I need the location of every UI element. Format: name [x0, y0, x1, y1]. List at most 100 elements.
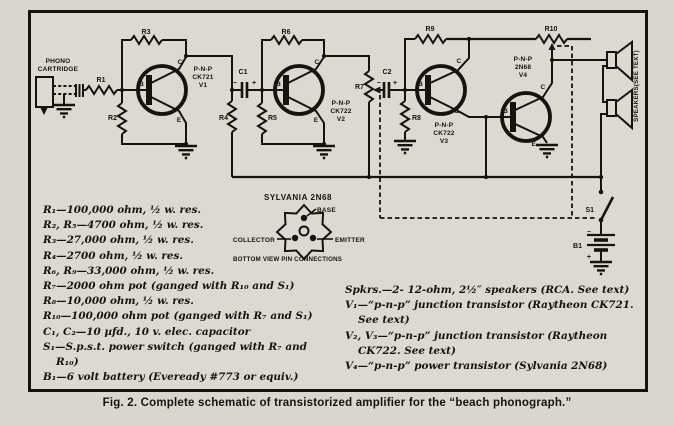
pin-diagram-caption: BOTTOM VIEW PIN CONNECTIONS	[233, 256, 342, 263]
svg-text:R8: R8	[412, 115, 421, 122]
svg-text:S1: S1	[585, 207, 594, 214]
schematic-drawing: PHONO CARTRIDGE R1 R2	[35, 26, 640, 276]
speakers-label: SPEAKERS(SEE TEXT)	[633, 50, 640, 122]
parts-list-left: R₁—100,000 ohm, ½ w. res. R₂, R₅—4700 oh…	[43, 203, 317, 385]
part-entry: R₄—2700 ohm, ½ w. res.	[43, 249, 183, 262]
base-label: BASE	[317, 207, 336, 214]
svg-text:CK721: CK721	[192, 74, 213, 81]
ground-icon	[173, 144, 199, 160]
base-pin	[300, 214, 308, 222]
svg-text:C: C	[315, 59, 320, 66]
svg-text:CK722: CK722	[330, 108, 351, 115]
pin-diagram-title: SYLVANIA 2N68	[264, 193, 332, 202]
svg-text:R9: R9	[426, 26, 435, 33]
capacitor-c1: C1 − +	[232, 69, 262, 98]
svg-text:B: B	[139, 81, 144, 88]
part-entry: R₈—10,000 ohm, ½ w. res.	[43, 295, 194, 308]
transistor-v4: P-N-P 2N68 V4 B C E	[500, 56, 553, 148]
svg-text:−: −	[587, 229, 591, 236]
svg-text:R4: R4	[219, 115, 228, 122]
svg-text:PHONO: PHONO	[46, 58, 71, 65]
svg-text:E: E	[314, 117, 319, 124]
part-entry: B₁—6 volt battery (Eveready #773 or equi…	[43, 371, 299, 384]
ground-icon	[311, 144, 337, 160]
resistor-r5: R5	[256, 90, 324, 145]
part-entry: R₃—27,000 ohm, ½ w. res.	[43, 234, 194, 247]
svg-text:V4: V4	[519, 72, 528, 79]
svg-text:CK722: CK722	[433, 130, 454, 137]
collector-label: COLLECTOR	[233, 237, 275, 244]
collector-pin	[291, 234, 299, 242]
svg-text:V3: V3	[440, 138, 449, 145]
transistor-v2: B C E P-N-P CK722 V2	[262, 40, 352, 144]
switch-s1: S1	[585, 177, 615, 234]
resistor-r9: R9	[404, 26, 536, 90]
svg-text:+: +	[252, 80, 256, 87]
svg-text:P-N-P: P-N-P	[435, 122, 454, 129]
svg-text:C2: C2	[383, 69, 392, 76]
part-entry: V₁—“p-n-p” junction transistor (Raytheon…	[345, 299, 634, 327]
gang-linkage-dashes	[379, 45, 597, 219]
svg-text:E: E	[177, 117, 182, 124]
svg-text:P-N-P: P-N-P	[332, 100, 351, 107]
svg-text:E: E	[455, 108, 460, 115]
svg-text:R7: R7	[355, 84, 364, 91]
svg-text:V2: V2	[337, 116, 346, 123]
svg-text:V1: V1	[199, 82, 208, 89]
svg-text:CARTRIDGE: CARTRIDGE	[38, 66, 79, 73]
svg-text:R6: R6	[282, 29, 291, 36]
svg-text:R10: R10	[545, 26, 558, 33]
parts-list-right: Spkrs.—2- 12-ohm, 2½″ speakers (RCA. See…	[345, 283, 641, 374]
svg-text:R1: R1	[97, 77, 106, 84]
svg-text:R5: R5	[268, 115, 277, 122]
part-entry: R₁—100,000 ohm, ½ w. res.	[43, 204, 202, 216]
svg-text:2N68: 2N68	[515, 64, 532, 71]
ground-icon	[51, 103, 77, 119]
svg-text:C: C	[541, 84, 546, 91]
part-entry: R₁₀—100,000 ohm pot (ganged with R₇ and …	[43, 310, 313, 323]
transistor-v1: B C E P-N-P CK721 V1	[136, 40, 214, 144]
svg-text:B: B	[503, 108, 508, 115]
svg-text:E: E	[531, 141, 536, 148]
ground-icon	[392, 139, 418, 155]
part-entry: V₄—“p-n-p” power transistor (Sylvania 2N…	[345, 360, 608, 373]
potentiometer-r10: R10	[535, 26, 591, 60]
pin-diagram: SYLVANIA 2N68 BASE COLLECTOR EMITTER BOT…	[233, 193, 365, 263]
svg-text:C: C	[457, 58, 462, 65]
resistor-r8: R8	[392, 90, 421, 155]
part-entry: R₇—2000 ohm pot (ganged with R₁₀ and S₁)	[43, 280, 295, 293]
figure-caption: Fig. 2. Complete schematic of transistor…	[102, 397, 572, 409]
svg-text:C: C	[178, 59, 183, 66]
emitter-pin	[309, 234, 317, 242]
capacitor-c2: C2 − +	[377, 69, 405, 98]
svg-text:−: −	[233, 80, 237, 87]
potentiometer-r7: R7	[355, 70, 383, 177]
svg-text:+: +	[587, 254, 591, 261]
svg-text:P-N-P: P-N-P	[514, 56, 533, 63]
emitter-label: EMITTER	[335, 237, 365, 244]
svg-text:B: B	[276, 81, 281, 88]
phono-cartridge: PHONO CARTRIDGE	[35, 58, 86, 119]
mounting-hole	[298, 225, 310, 237]
part-entry: V₂, V₃—“p-n-p” junction transistor (Rayt…	[345, 329, 608, 357]
part-entry: Spkrs.—2- 12-ohm, 2½″ speakers (RCA. See…	[345, 284, 630, 296]
resistor-r2: R2	[108, 90, 186, 145]
svg-text:B: B	[418, 81, 423, 88]
svg-text:−: −	[377, 80, 381, 87]
part-entry: S₁—S.p.s.t. power switch (ganged with R₇…	[43, 340, 307, 369]
transistor-case-outline	[275, 203, 333, 261]
ground-icon	[588, 260, 614, 276]
part-entry: R₂, R₅—4700 ohm, ½ w. res.	[43, 219, 204, 232]
part-entry: R₆, R₉—33,000 ohm, ½ w. res.	[43, 264, 215, 277]
speakers: SPEAKERS(SEE TEXT)	[552, 40, 640, 177]
resistor-r4: R4	[219, 90, 238, 177]
svg-text:P-N-P: P-N-P	[194, 66, 213, 73]
battery-b1: − B1 +	[573, 229, 615, 276]
part-entry: C₁, C₂—10 µfd., 10 v. elec. capacitor	[43, 325, 251, 338]
ground-icon	[534, 143, 560, 159]
svg-text:R2: R2	[108, 115, 117, 122]
schematic-frame: PHONO CARTRIDGE R1 R2	[28, 10, 648, 392]
transistor-v3: B C E P-N-P CK722 V3	[405, 39, 513, 145]
svg-text:+: +	[393, 80, 397, 87]
